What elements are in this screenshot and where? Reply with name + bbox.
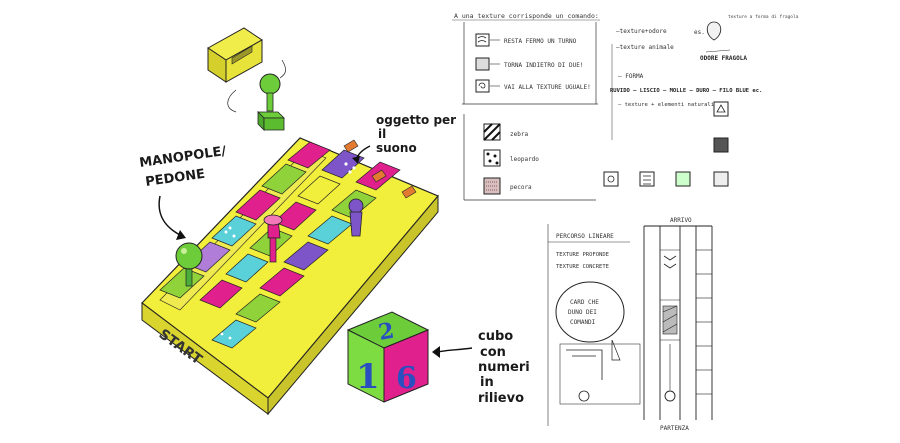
- path-item-2: TEXTURE CONCRETE: [556, 264, 609, 270]
- sound-object-markers: [343, 139, 417, 199]
- note-texture-animale: —texture animale: [616, 44, 674, 51]
- dice-number-side: 6: [396, 361, 417, 396]
- note-texture-fragola: texture a forma di fragola: [728, 14, 799, 20]
- numbered-dice: [346, 311, 430, 403]
- tile-dots: [220, 162, 356, 340]
- label-cubo-2: con: [480, 345, 506, 360]
- legend-row-1: RESTA FERMO UN TURNO: [504, 38, 577, 45]
- purple-pawn: [348, 198, 364, 237]
- note-forma: — FORMA: [618, 73, 644, 80]
- note-texture-odore: —texture+odore: [616, 28, 667, 35]
- label-pedone: PEDONE: [144, 167, 206, 190]
- legend-animal-2: leopardo: [510, 156, 539, 163]
- note-odore-fragola: ODORE FRAGOLA: [700, 55, 747, 62]
- label-oggetto-3: suono: [376, 141, 417, 155]
- label-cubo-5: rilievo: [478, 391, 524, 406]
- note-texture-elementi: — texture + elementi naturali: [618, 102, 714, 108]
- legend-animal-1: zebra: [510, 131, 528, 138]
- label-manopole: MANOPOLE/: [138, 144, 227, 171]
- cubo-arrowhead: [432, 346, 440, 358]
- legend-row-3: VAI ALLA TEXTURE UGUALE!: [504, 84, 591, 91]
- manopole-arrow: [158, 195, 183, 237]
- label-cubo-4: in: [480, 375, 494, 390]
- path-title: PERCORSO LINEARE: [556, 233, 614, 240]
- cubo-arrow: [437, 347, 473, 353]
- label-cubo-3: numeri: [478, 360, 530, 375]
- green-pawn: [175, 242, 203, 287]
- legend-panel: [452, 19, 600, 201]
- card-line-3: COMANDI: [570, 319, 596, 326]
- dice-number-front: 1: [356, 357, 380, 397]
- dice-number-top: 2: [377, 318, 397, 346]
- arrivo-label: ARRIVO: [670, 217, 692, 224]
- oggetto-arrowhead: [352, 156, 360, 164]
- path-sketch: [547, 224, 713, 426]
- label-oggetto-1: oggetto per: [376, 113, 456, 127]
- manopole-arrowhead: [176, 230, 186, 240]
- note-texture-hardness: RUVIDO — LISCIO — MOLLE — DURO — FILO BL…: [610, 88, 762, 94]
- path-item-1: TEXTURE PROFONDE: [556, 252, 609, 258]
- note-es: es.: [694, 29, 705, 36]
- game-board: [141, 137, 439, 416]
- label-cubo-1: cubo: [478, 329, 513, 344]
- magenta-pawn: [263, 214, 283, 263]
- label-oggetto-2: il: [378, 127, 386, 141]
- legend-row-2: TORNA INDIETRO DI DUE!: [504, 62, 583, 69]
- legend-title: A una texture corrisponde un comando:: [454, 12, 599, 20]
- card-line-1: CARD CHE: [570, 299, 599, 306]
- card-line-2: DUNO DEI: [568, 309, 597, 316]
- sound-object-sketch: [207, 27, 286, 131]
- partenza-label: PARTENZA: [660, 425, 689, 432]
- texture-notes: [603, 21, 731, 187]
- legend-animal-3: pecora: [510, 184, 532, 191]
